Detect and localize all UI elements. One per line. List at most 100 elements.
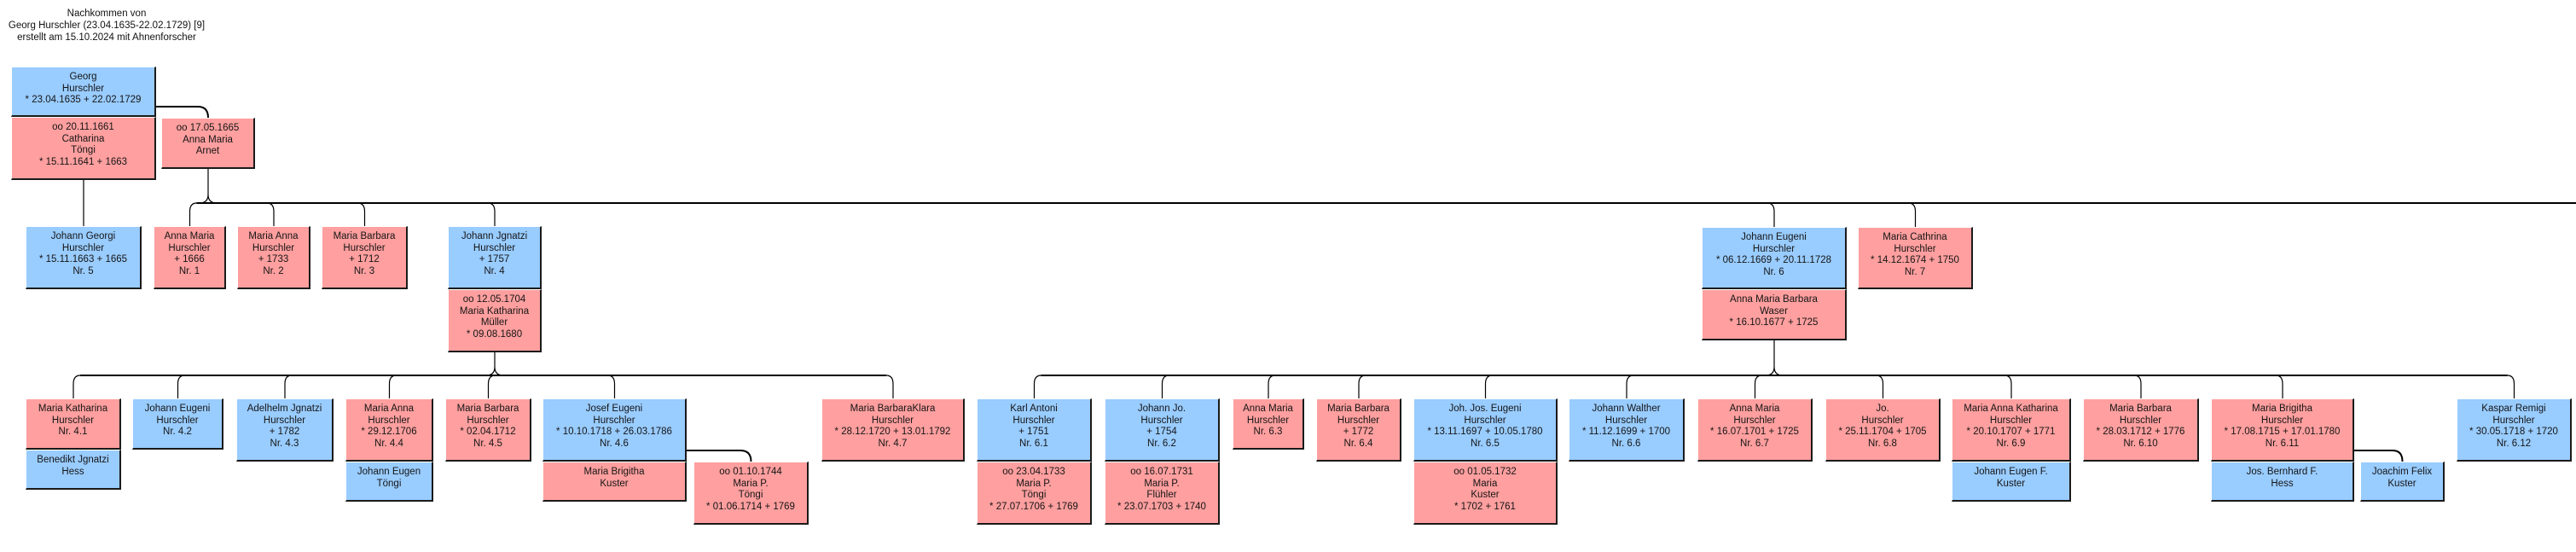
person-text-line: Nr. 4.7 [878, 438, 908, 449]
child-drop-line [1268, 375, 1276, 398]
person-text-line: * 15.11.1641 + 1663 [38, 156, 128, 167]
person-text-line: Nr. 4.6 [600, 438, 629, 449]
person-text-line: Hurschler [168, 242, 211, 253]
person-text-line: Anna Maria [1243, 404, 1293, 414]
person-text-line: * 02.04.1712 [460, 427, 516, 437]
person-text-line: * 25.11.1704 + 1705 [1838, 427, 1927, 437]
person-text-line: Hurschler [252, 242, 295, 253]
person-text-line: Nr. 6.6 [1611, 438, 1641, 449]
person-text-line: Maria Barbara [2109, 404, 2172, 414]
child-drop-line [1908, 202, 1917, 227]
parent-fork-line [199, 169, 218, 204]
person-text-line: Anna Maria Barbara [1730, 294, 1818, 305]
person-text-line: oo 17.05.1665 [176, 123, 240, 133]
person-text-line: Johann Eugeni [1741, 232, 1807, 242]
child-drop-line [388, 375, 397, 398]
person-text-line: Töngi [1021, 490, 1047, 500]
person-box-n69s[interactable]: Johann Eugen F.Kuster [1952, 462, 2071, 502]
title-line: Georg Hurschler (23.04.1635-22.02.1729) … [8, 20, 206, 31]
person-text-line: Nr. 6.11 [2265, 438, 2300, 449]
person-text-line: Maria [1472, 478, 1498, 489]
person-text-line: Töngi [738, 490, 763, 500]
person-text-line: + 1782 [269, 427, 300, 437]
person-text-line: * 06.12.1669 + 20.11.1728 [1715, 255, 1832, 265]
person-text-line: + 1772 [1343, 427, 1374, 437]
person-text-line: Nr. 4.2 [163, 427, 192, 437]
person-text-line: Nr. 6.12 [2496, 438, 2532, 449]
person-text-line: Nr. 6.2 [1147, 438, 1176, 449]
child-drop-line [177, 375, 185, 398]
chart-title: Nachkommen von Georg Hurschler (23.04.16… [0, 8, 213, 44]
person-text-line: Hess [61, 466, 84, 477]
person-text-line: Kaspar Remigi [2481, 404, 2546, 414]
person-text-line: oo 23.04.1733 [1002, 467, 1065, 477]
person-text-line: Müller [480, 317, 508, 328]
child-drop-line [73, 375, 81, 398]
person-text-line: Johann Georgi [50, 231, 116, 241]
person-text-line: * 10.10.1718 + 26.03.1786 [556, 427, 672, 437]
parent-fork-line [1765, 340, 1784, 376]
person-text-line: Nr. 4.5 [473, 438, 502, 449]
person-text-line: Maria Barbara [1327, 404, 1390, 414]
person-text-line: * 20.10.1707 + 1771 [1966, 427, 2056, 437]
person-text-line: Joh. Jos. Eugeni [1448, 404, 1522, 414]
person-text-line: Maria P. [1016, 478, 1052, 489]
person-text-line: Nr. 2 [263, 265, 284, 276]
person-text-line: Anna Maria [1729, 404, 1780, 414]
person-text-line: Johann Eugen F. [1974, 467, 2048, 477]
person-text-line: Hurschler [1337, 415, 1380, 426]
child-drop-line [1767, 202, 1775, 227]
person-text-line: * 23.07.1703 + 1740 [1117, 501, 1206, 512]
child-drop-line [1754, 375, 1762, 398]
person-box-n611s[interactable]: Jos. Bernhard F.Hess [2211, 462, 2354, 502]
person-text-line: * 1702 + 1761 [1454, 501, 1516, 512]
title-line: Nachkommen von [67, 9, 147, 19]
person-text-line: * 13.11.1697 + 10.05.1780 [1427, 427, 1543, 437]
person-text-line: Adelhelm Jgnatzi [247, 404, 322, 414]
person-text-line: * 28.03.1712 + 1776 [2096, 427, 2185, 437]
child-drop-line [1484, 375, 1493, 398]
person-text-line: * 16.10.1677 + 1725 [1729, 317, 1819, 328]
person-text-line: + 1751 [1018, 427, 1049, 437]
person-text-line: Nr. 6.7 [1740, 438, 1769, 449]
